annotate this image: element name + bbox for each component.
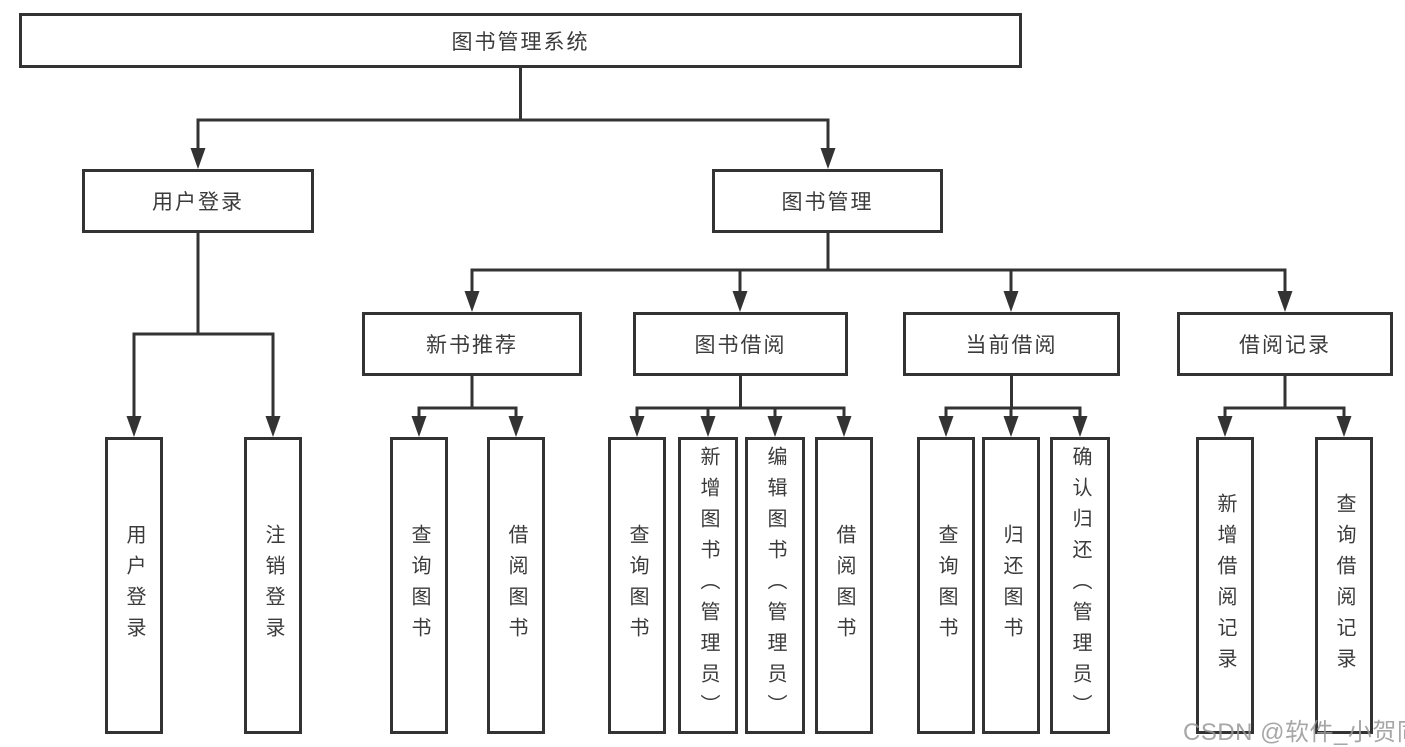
arrowhead: [820, 148, 836, 169]
leaf-label: 查询借阅记录: [1333, 492, 1355, 679]
arrowhead: [265, 416, 281, 437]
node-user-login: 用户登录: [82, 169, 314, 233]
leaf-label: 借阅图书: [505, 523, 527, 648]
arrowhead: [1277, 291, 1293, 312]
arrowhead: [411, 416, 427, 437]
leaf-label: 查询图书: [935, 523, 957, 648]
arrowhead: [190, 148, 206, 169]
leaf-label: 用户登录: [123, 523, 145, 648]
leaf-user-login: 用户登录: [105, 437, 163, 734]
leaf-edit-books-admin: 编辑图书（管理员）: [745, 437, 805, 734]
node-current-borrowing: 当前借阅: [903, 312, 1120, 376]
leaf-label: 注销登录: [262, 523, 284, 648]
edge-new-book-trunk: [417, 374, 518, 418]
arrowhead: [938, 416, 954, 437]
arrowhead: [629, 416, 645, 437]
leaf-add-books-admin: 新增图书（管理员）: [678, 437, 738, 734]
edge-current-borrow-trunk: [944, 374, 1082, 418]
arrowhead: [700, 416, 716, 437]
edge-borrow-records-trunk: [1223, 374, 1346, 418]
leaf-label: 借阅图书: [833, 523, 855, 648]
leaf-query-books-current: 查询图书: [917, 437, 975, 734]
leaf-return-books: 归还图书: [982, 437, 1040, 734]
leaf-label: 编辑图书（管理员）: [764, 446, 786, 725]
edge-book-borrow-trunk: [635, 374, 846, 418]
leaf-label: 归还图书: [1000, 523, 1022, 648]
arrowhead: [836, 416, 852, 437]
leaf-label: 新增借阅记录: [1214, 492, 1236, 679]
arrowhead: [1217, 416, 1233, 437]
leaf-query-books-recommend: 查询图书: [390, 437, 448, 734]
arrowhead: [1003, 416, 1019, 437]
arrowhead: [1336, 416, 1352, 437]
leaf-borrow-books: 借阅图书: [815, 437, 873, 734]
node-new-book-recommendation: 新书推荐: [362, 312, 582, 376]
leaf-label: 确认归还（管理员）: [1069, 446, 1091, 725]
edge-book-mgmt-trunk: [470, 231, 1287, 293]
arrowhead: [508, 416, 524, 437]
leaf-label: 查询图书: [408, 523, 430, 648]
node-book-borrowing: 图书借阅: [633, 312, 848, 376]
arrowhead: [1072, 416, 1088, 437]
leaf-query-books-borrow: 查询图书: [608, 437, 666, 734]
leaf-confirm-return-admin: 确认归还（管理员）: [1050, 437, 1110, 734]
leaf-label: 查询图书: [626, 523, 648, 648]
arrowhead: [732, 291, 748, 312]
node-library-management-system: 图书管理系统: [19, 13, 1022, 68]
arrowhead: [464, 291, 480, 312]
watermark: CSDN @软件_小贺同学: [1183, 719, 1405, 746]
leaf-label: 新增图书（管理员）: [697, 446, 719, 725]
leaf-logout: 注销登录: [244, 437, 302, 734]
node-book-management: 图书管理: [712, 169, 943, 233]
leaf-add-borrow-record: 新增借阅记录: [1196, 437, 1254, 734]
node-borrowing-records: 借阅记录: [1177, 312, 1393, 376]
leaf-query-borrow-record: 查询借阅记录: [1315, 437, 1373, 734]
edge-user-login-trunk: [132, 231, 275, 418]
arrowhead: [126, 416, 142, 437]
arrowhead: [767, 416, 783, 437]
arrowhead: [1003, 291, 1019, 312]
edge-root-trunk: [196, 65, 830, 150]
leaf-borrow-books-recommend: 借阅图书: [487, 437, 545, 734]
